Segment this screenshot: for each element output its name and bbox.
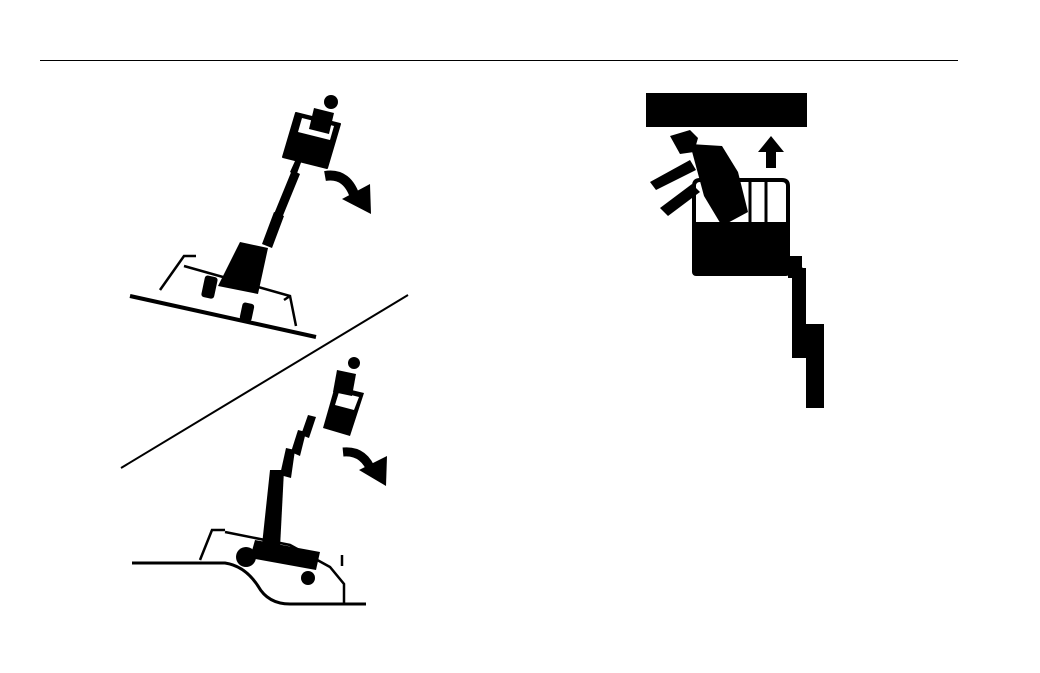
boom-lift-tipping-curb-icon [132,357,387,604]
boom-lift-tipping-slope-icon [130,95,371,337]
separator-line [121,295,408,468]
operator-crush-overhead-icon [646,93,824,408]
